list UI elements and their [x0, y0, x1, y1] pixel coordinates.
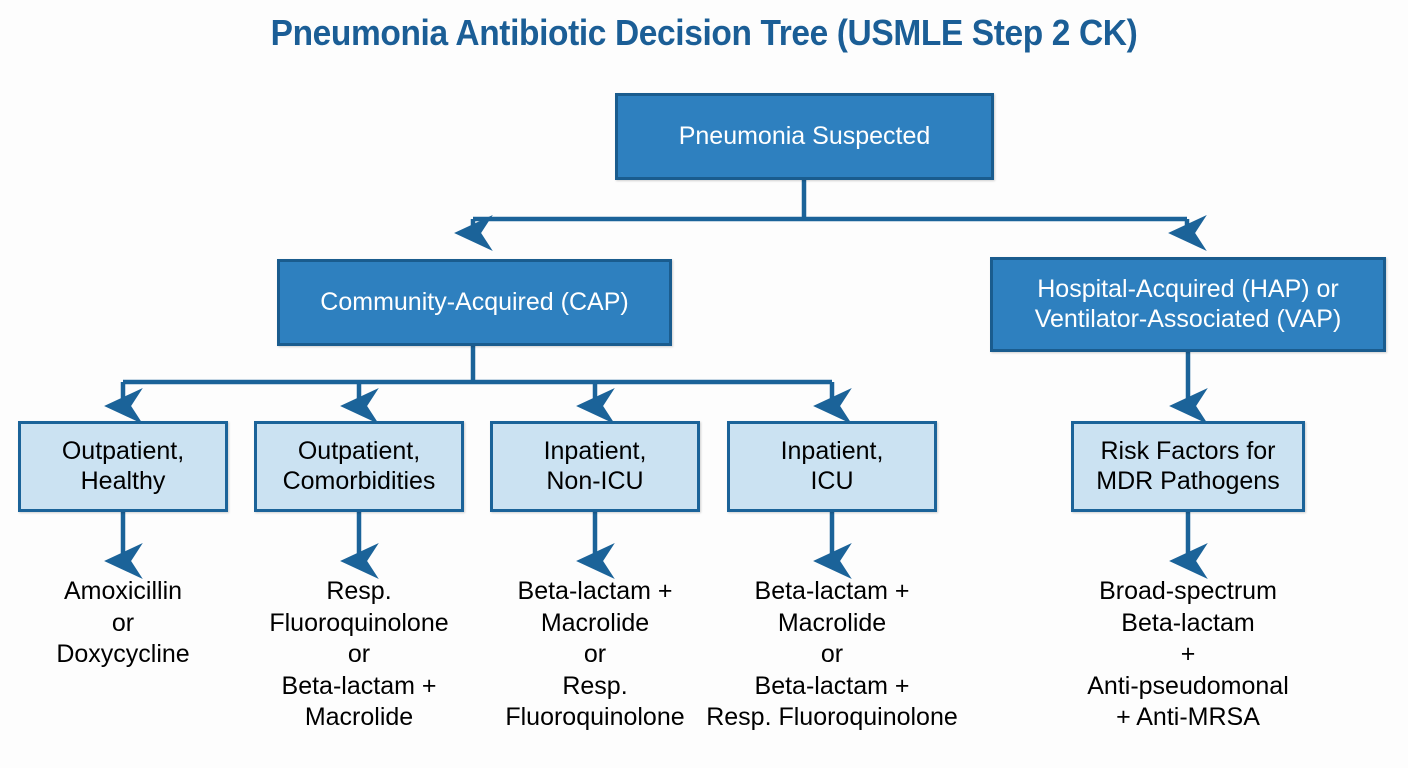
leaf-treatment-mdr: Broad-spectrum Beta-lactam + Anti-pseudo…	[1087, 577, 1289, 731]
node-pneumonia-suspected[interactable]: Pneumonia Suspected	[615, 93, 994, 180]
node-label: Outpatient, Comorbidities	[282, 437, 436, 495]
leaf-treatment-outpatient-healthy: Amoxicillin or Doxycycline	[56, 577, 190, 668]
node-label: Pneumonia Suspected	[678, 121, 931, 150]
node-community-acquired[interactable]: Community-Acquired (CAP)	[277, 259, 672, 346]
leaf-treatment-outpatient-comorbidities: Resp. Fluoroquinolone or Beta-lactam + M…	[269, 577, 449, 731]
page-title: Pneumonia Antibiotic Decision Tree (USML…	[270, 12, 1138, 53]
node-label: Hospital-Acquired (HAP) or Ventilator-As…	[1034, 275, 1342, 333]
node-hospital-acquired[interactable]: Hospital-Acquired (HAP) or Ventilator-As…	[990, 257, 1386, 352]
leaf-treatment-inpatient-icu: Beta-lactam + Macrolide or Beta-lactam +…	[706, 577, 958, 731]
node-inpatient-icu[interactable]: Inpatient, ICU	[727, 421, 937, 512]
node-risk-factors-mdr[interactable]: Risk Factors for MDR Pathogens	[1071, 421, 1305, 512]
node-outpatient-healthy[interactable]: Outpatient, Healthy	[18, 421, 228, 512]
leaf-treatment-inpatient-non-icu: Beta-lactam + Macrolide or Resp. Fluoroq…	[505, 577, 685, 731]
node-label: Inpatient, Non-ICU	[543, 437, 647, 495]
node-label: Outpatient, Healthy	[61, 437, 185, 495]
node-outpatient-comorbidities[interactable]: Outpatient, Comorbidities	[254, 421, 464, 512]
node-label: Community-Acquired (CAP)	[320, 287, 629, 316]
node-label: Inpatient, ICU	[780, 437, 884, 495]
node-label: Risk Factors for MDR Pathogens	[1096, 437, 1280, 495]
node-inpatient-non-icu[interactable]: Inpatient, Non-ICU	[490, 421, 700, 512]
